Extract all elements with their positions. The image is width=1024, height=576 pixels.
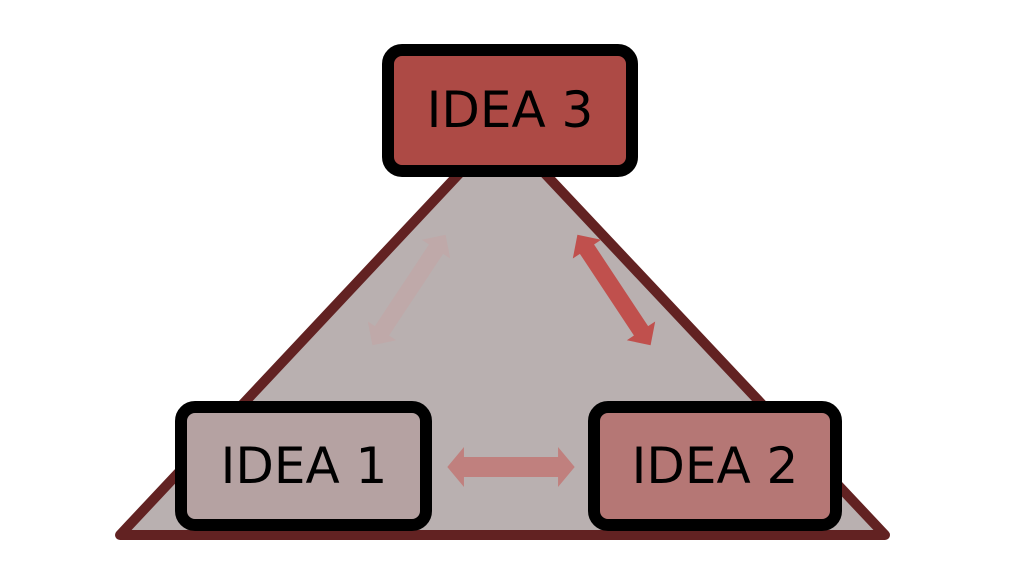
idea-2-box: IDEA 2 (588, 401, 842, 531)
idea-2-label: IDEA 2 (632, 437, 799, 495)
idea-3-box: IDEA 3 (382, 44, 638, 177)
idea-1-box: IDEA 1 (175, 401, 432, 531)
idea-1-label: IDEA 1 (221, 437, 388, 495)
idea-3-label: IDEA 3 (427, 81, 594, 139)
